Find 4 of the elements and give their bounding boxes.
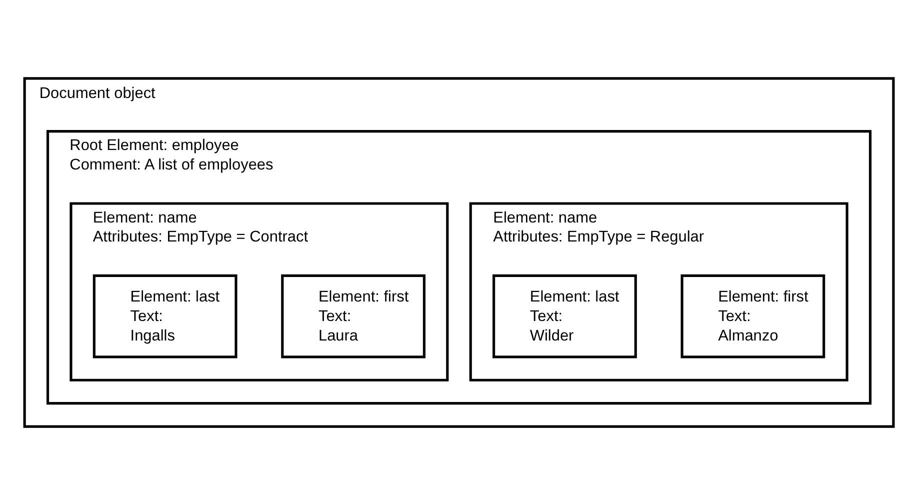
node-box: Element: first Text: Almanzo: [680, 274, 826, 358]
node-box: Element: last Text: Ingalls: [92, 274, 238, 358]
node-box: Element: last Text: Wilder: [492, 274, 637, 358]
node-box: Element: first Text: Laura: [281, 274, 426, 358]
